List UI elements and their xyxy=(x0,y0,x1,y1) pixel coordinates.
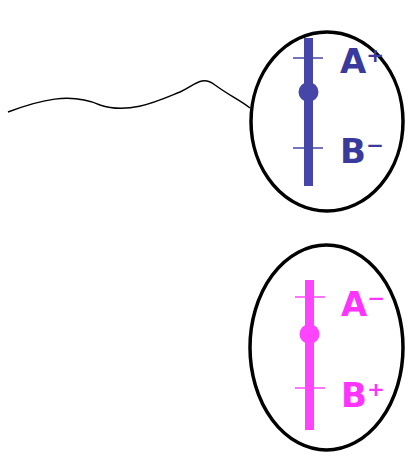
cell: A⁻ B⁺ xyxy=(248,243,405,452)
cell-outline xyxy=(248,243,405,452)
chromosome-blue xyxy=(293,38,323,186)
flagellum xyxy=(8,81,250,112)
allele-label: A⁺ xyxy=(340,44,384,78)
chromosome-magenta xyxy=(295,280,325,430)
allele-label: A⁻ xyxy=(341,287,385,321)
allele-label: B⁻ xyxy=(340,134,384,168)
allele-label: B⁺ xyxy=(341,378,385,412)
cell: A⁺ B⁻ xyxy=(249,30,405,213)
